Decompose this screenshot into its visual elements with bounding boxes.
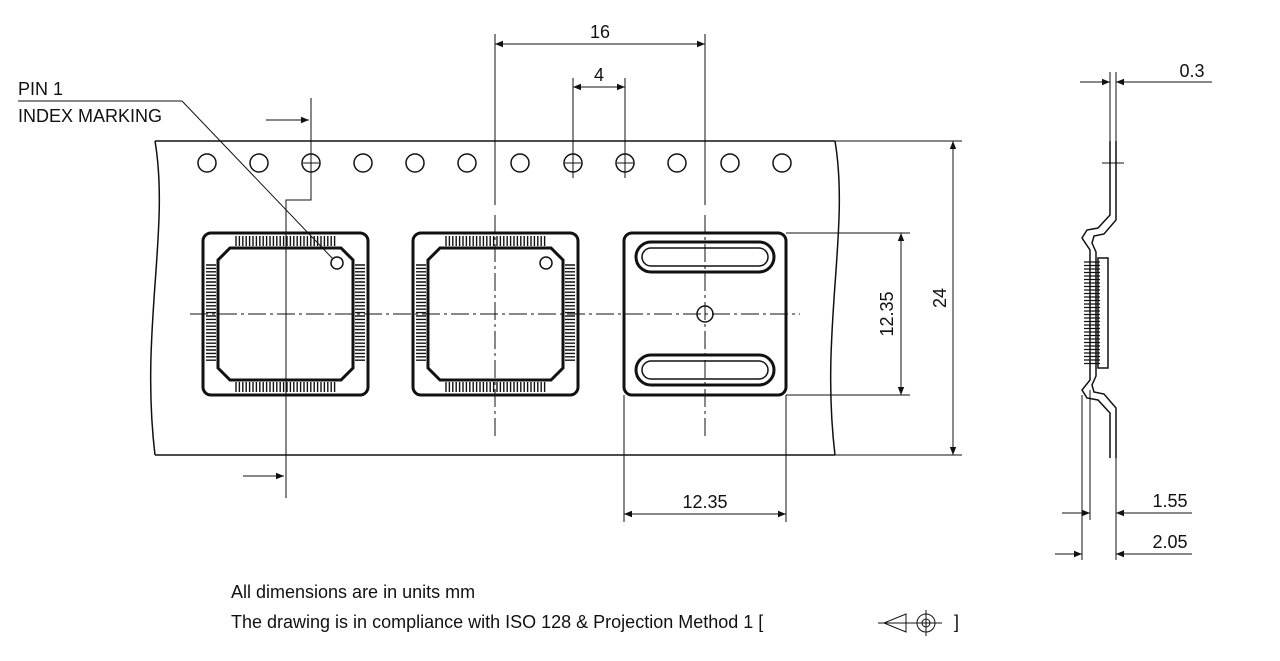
pin1-dot bbox=[330, 256, 344, 270]
dim-12-35-v-label: 12.35 bbox=[877, 291, 897, 336]
dimension-2-05 bbox=[1055, 395, 1192, 560]
first-angle-projection-icon bbox=[878, 610, 942, 636]
dim-12-35-h-label: 12.35 bbox=[682, 492, 727, 512]
centerlines bbox=[190, 205, 800, 440]
dimension-24 bbox=[835, 140, 962, 456]
iso-note: The drawing is in compliance with ISO 12… bbox=[231, 612, 763, 632]
side-view bbox=[1081, 141, 1124, 458]
chip-pins-top bbox=[206, 236, 365, 392]
feed-arrows bbox=[243, 98, 312, 498]
units-note: All dimensions are in units mm bbox=[231, 582, 475, 602]
dim-0-3-label: 0.3 bbox=[1179, 61, 1204, 81]
index-marking-label: INDEX MARKING bbox=[18, 106, 162, 126]
side-view-chip-leads bbox=[1084, 261, 1100, 365]
chip-pins bbox=[416, 236, 575, 392]
dim-4-label: 4 bbox=[594, 65, 604, 85]
dimension-1-55 bbox=[1062, 390, 1192, 560]
pin1-label: PIN 1 bbox=[18, 79, 63, 99]
dimension-12-35-vertical bbox=[786, 232, 910, 396]
dim-24-label: 24 bbox=[930, 288, 950, 308]
sprocket-holes bbox=[197, 153, 792, 173]
dimension-4 bbox=[565, 78, 633, 178]
iso-note-end: ] bbox=[954, 612, 959, 632]
dim-16-label: 16 bbox=[590, 22, 610, 42]
dim-2-05-label: 2.05 bbox=[1152, 532, 1187, 552]
dimension-0-3 bbox=[1080, 72, 1212, 141]
dim-1-55-label: 1.55 bbox=[1152, 491, 1187, 511]
dimension-12-35-horizontal bbox=[623, 395, 787, 522]
dimension-16 bbox=[494, 34, 706, 205]
